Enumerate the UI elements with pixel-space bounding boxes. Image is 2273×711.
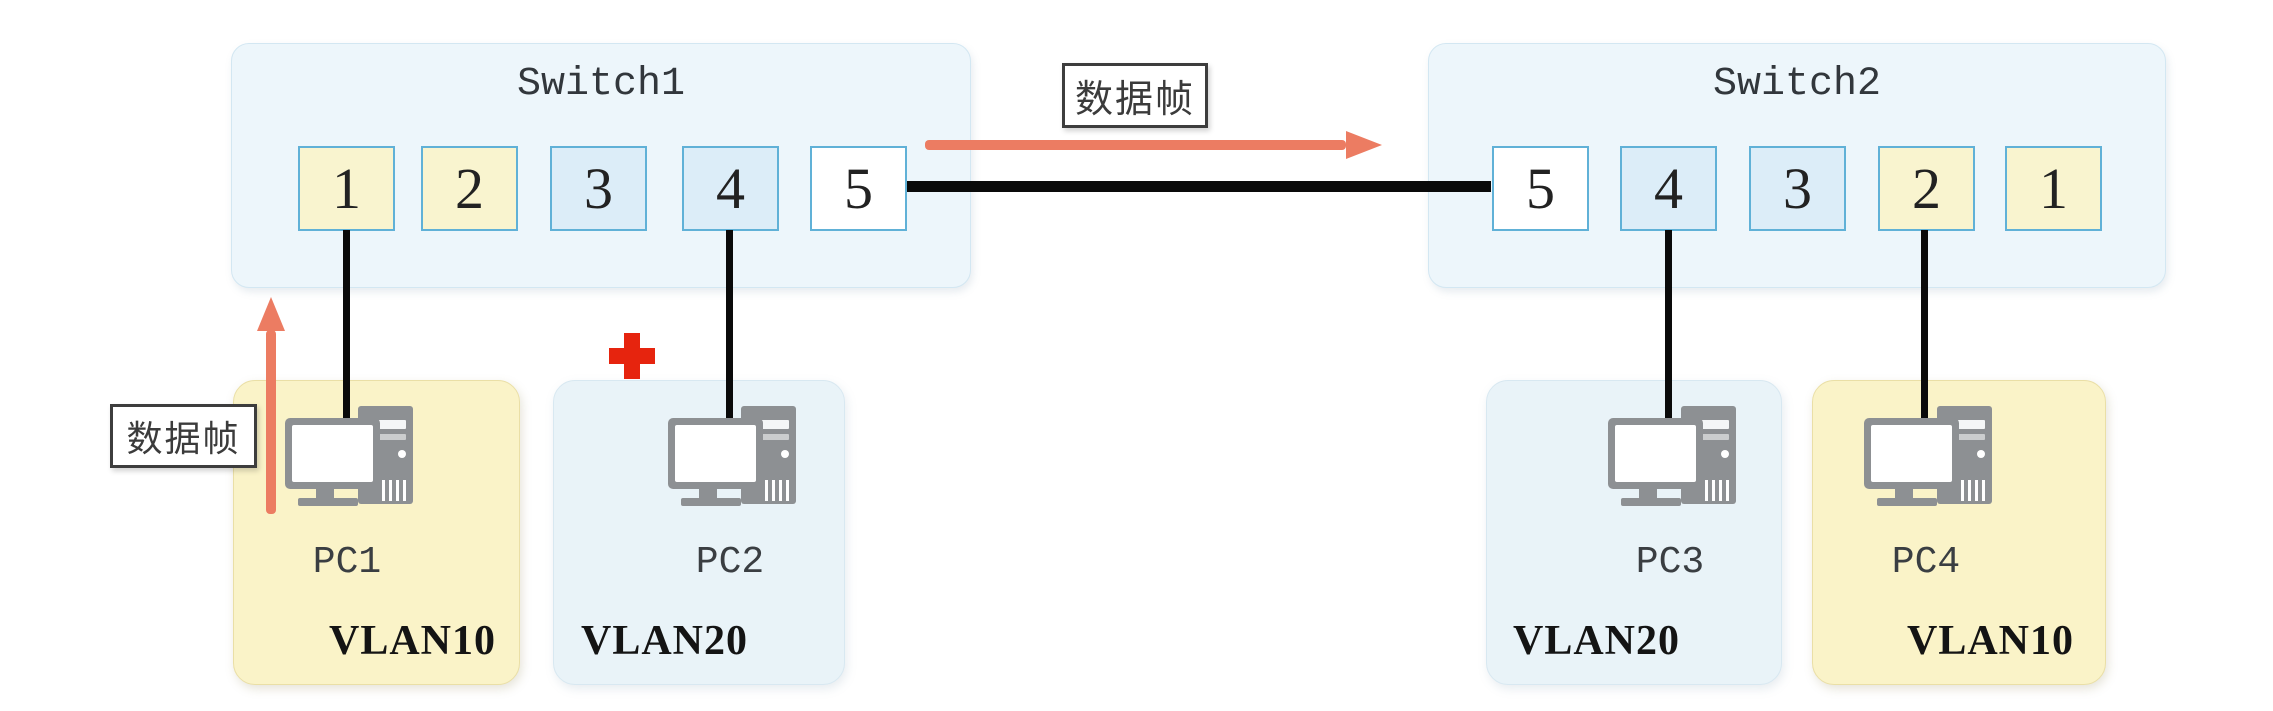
pc3-group: PC3 VLAN20 — [1486, 380, 1782, 685]
cable-switch2p4-pc3 — [1665, 230, 1672, 440]
pc3-label: PC3 — [1635, 541, 1705, 584]
pc3-vlan-label: VLAN20 — [1513, 618, 1681, 664]
pc4-group: PC4 VLAN10 — [1812, 380, 2106, 685]
cable-switch1p4-pc2 — [726, 230, 733, 440]
pc3-computer-icon — [1608, 406, 1736, 506]
trunk-link-line — [907, 181, 1491, 192]
switch1-box: Switch1 1 2 3 4 5 — [231, 43, 971, 288]
pc4-label: PC4 — [1891, 541, 1961, 584]
pc2-group: PC2 VLAN20 — [553, 380, 845, 685]
data-frame-arrow-up — [266, 330, 276, 514]
cable-switch2p2-pc4 — [1921, 230, 1928, 440]
switch1-port-1: 1 — [298, 146, 395, 231]
data-frame-arrow-right — [925, 140, 1346, 150]
pc-monitor — [285, 418, 380, 489]
pc2-computer-icon — [668, 406, 796, 506]
pc2-vlan-label: VLAN20 — [581, 618, 749, 664]
pc2-label: PC2 — [695, 541, 765, 584]
switch1-port-3: 3 — [550, 146, 647, 231]
pc1-label: PC1 — [312, 541, 382, 584]
pc-monitor — [668, 418, 763, 489]
pc4-computer-icon — [1864, 406, 1992, 506]
switch2-port-4: 4 — [1620, 146, 1717, 231]
switch2-port-1: 1 — [2005, 146, 2102, 231]
switch2-box: Switch2 5 4 3 2 1 — [1428, 43, 2166, 288]
data-frame-label-left: 数据帧 — [110, 404, 257, 468]
data-frame-arrow-up-head — [257, 297, 285, 331]
pc4-vlan-label: VLAN10 — [1906, 618, 2074, 664]
switch2-port-2: 2 — [1878, 146, 1975, 231]
switch2-title: Switch2 — [1712, 62, 1882, 107]
switch1-port-2: 2 — [421, 146, 518, 231]
cable-switch1p1-pc1 — [343, 230, 350, 440]
blocked-cross-icon — [609, 333, 655, 379]
pc1-vlan-label: VLAN10 — [328, 618, 496, 664]
switch1-title: Switch1 — [516, 62, 686, 107]
switch1-port-5: 5 — [810, 146, 907, 231]
pc-monitor — [1608, 418, 1703, 489]
pc1-group: PC1 VLAN10 — [233, 380, 520, 685]
switch2-port-5: 5 — [1492, 146, 1589, 231]
pc-monitor — [1864, 418, 1959, 489]
data-frame-label-top: 数据帧 — [1062, 63, 1208, 128]
switch1-port-4: 4 — [682, 146, 779, 231]
pc1-computer-icon — [285, 406, 413, 506]
switch2-port-3: 3 — [1749, 146, 1846, 231]
data-frame-arrow-right-head — [1346, 131, 1382, 159]
